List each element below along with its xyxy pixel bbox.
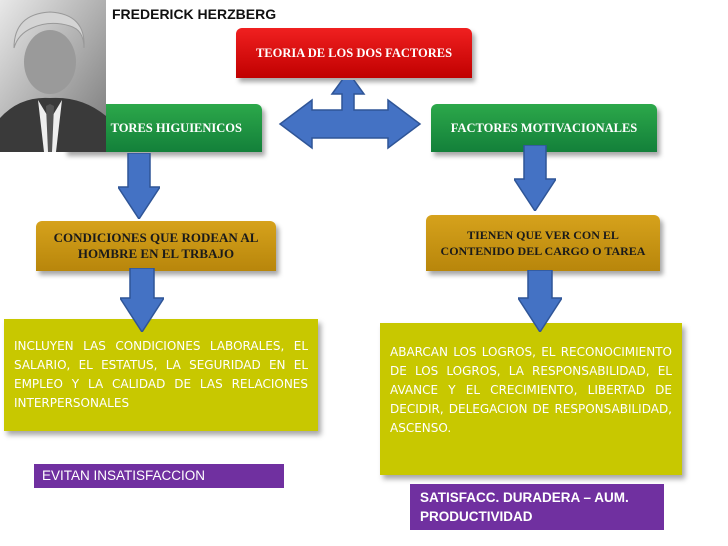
motivational-detail-box: ABARCAN LOS LOGROS, EL RECONOCIMIENTO DE… xyxy=(380,323,682,475)
portrait-photo xyxy=(0,0,106,152)
down-arrow-icon xyxy=(514,145,556,211)
t-connector-arrow xyxy=(278,80,422,150)
down-arrow-icon xyxy=(120,268,164,332)
hygiene-condition-box: CONDICIONES QUE RODEAN AL HOMBRE EN EL T… xyxy=(36,221,276,271)
motivational-result-box: SATISFACC. DURADERA – AUM. PRODUCTIVIDAD xyxy=(410,484,664,530)
motivational-condition-box: TIENEN QUE VER CON EL CONTENIDO DEL CARG… xyxy=(426,215,660,271)
page-title: FREDERICK HERZBERG xyxy=(112,6,277,22)
down-arrow-icon xyxy=(118,153,160,219)
down-arrow-icon xyxy=(518,270,562,332)
two-factors-theory-box: TEORIA DE LOS DOS FACTORES xyxy=(236,28,472,78)
motivational-factors-box: FACTORES MOTIVACIONALES xyxy=(431,104,657,152)
hygiene-result-box: EVITAN INSATISFACCION xyxy=(34,464,284,488)
hygiene-detail-box: INCLUYEN LAS CONDICIONES LABORALES, EL S… xyxy=(4,319,318,431)
